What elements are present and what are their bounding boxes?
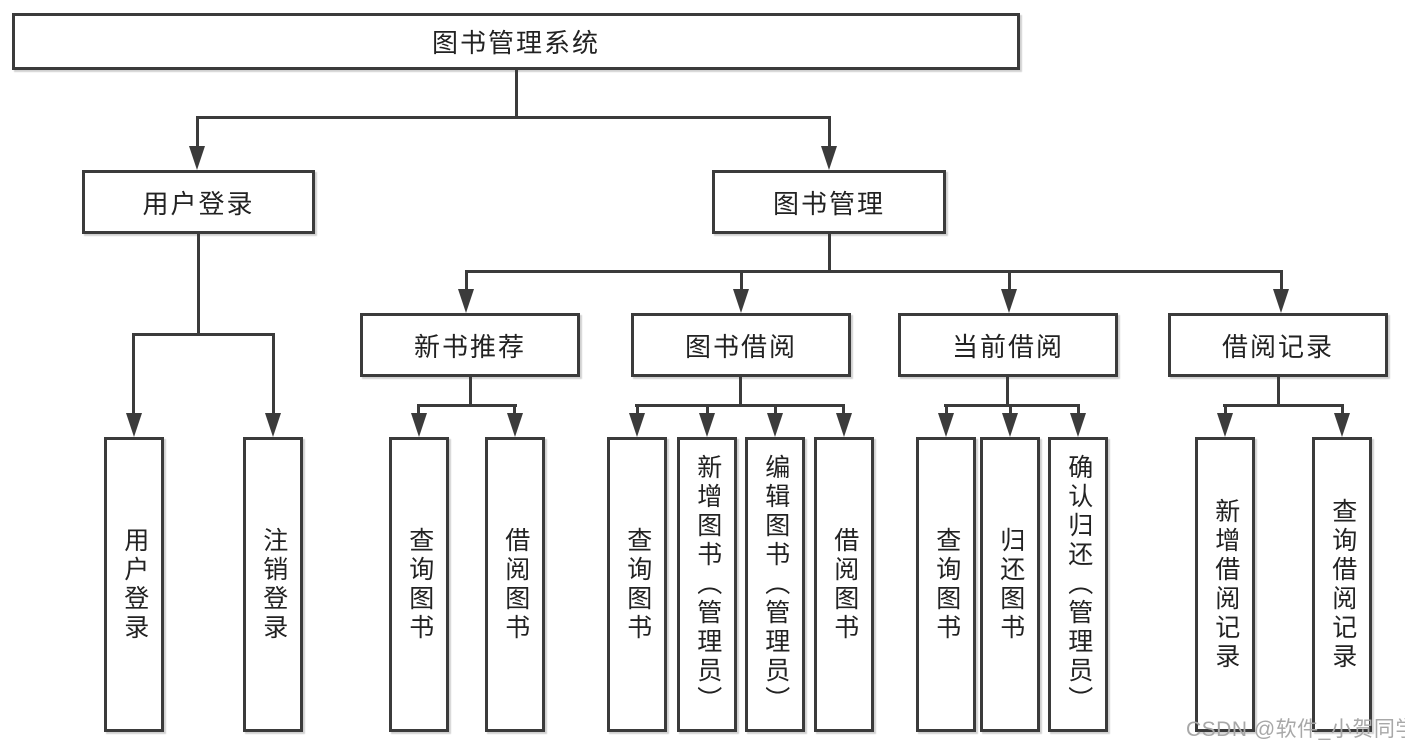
arrowhead-down [507,413,523,437]
arrowhead-down [126,413,142,437]
connector-line [1009,404,1012,414]
connector-line [635,404,845,407]
leaf-add-borrow-record: 新增借阅记录 [1195,437,1255,732]
connector-line [828,234,831,272]
connector-line [465,270,468,290]
node-new-book-recommendation-label: 新书推荐 [413,331,526,362]
connector-line [842,404,845,414]
arrowhead-down [938,413,954,437]
arrowhead-down [767,413,783,437]
leaf-logout: 注销登录 [243,437,303,732]
connector-line [740,270,743,290]
connector-line [417,404,420,414]
leaf-query-books-current: 查询图书 [916,437,976,732]
node-new-book-recommendation: 新书推荐 [360,313,580,377]
node-user-login-label: 用户登录 [142,188,255,219]
leaf-add-book-admin: 新增图书（管理员） [677,437,737,732]
connector-line [513,404,516,414]
node-book-borrowing-label: 图书借阅 [684,331,797,362]
connector-line [1008,270,1011,290]
leaf-edit-book-admin: 编辑图书（管理员） [745,437,805,732]
node-borrowing-records: 借阅记录 [1168,313,1388,377]
arrowhead-down [821,146,837,170]
connector-line [1223,404,1344,407]
leaf-query-books-newbooks: 查询图书 [389,437,449,732]
node-borrowing-records-label: 借阅记录 [1221,331,1334,362]
connector-line [1280,270,1283,290]
arrowhead-down [458,289,474,313]
arrowhead-down [629,413,645,437]
leaf-return-book: 归还图书 [980,437,1040,732]
connector-line [1277,377,1280,406]
leaf-borrow-books-newbooks: 借阅图书 [485,437,545,732]
leaf-user-login: 用户登录 [104,437,164,732]
connector-line [1341,404,1344,414]
arrowhead-down [836,413,852,437]
leaf-borrow-books-borrowing: 借阅图书 [814,437,874,732]
connector-line [197,234,200,335]
node-book-management-label: 图书管理 [772,188,885,219]
arrowhead-down [189,146,205,170]
connector-line [945,404,948,414]
connector-line [469,377,472,406]
node-root: 图书管理系统 [12,13,1020,70]
watermark: CSDN @软件_小贺同学 [1186,718,1405,741]
arrowhead-down [1002,413,1018,437]
arrowhead-down [699,413,715,437]
leaf-query-borrow-record: 查询借阅记录 [1312,437,1372,732]
connector-line [636,404,639,414]
connector-line [132,333,135,414]
leaf-confirm-return-admin: 确认归还（管理员） [1048,437,1108,732]
connector-line [706,404,709,414]
connector-line [1077,404,1080,414]
arrowhead-down [265,413,281,437]
connector-line [196,116,831,119]
arrowhead-down [1001,289,1017,313]
node-current-borrowing-label: 当前借阅 [951,331,1064,362]
arrowhead-down [1273,289,1289,313]
arrowhead-down [1334,413,1350,437]
arrowhead-down [411,413,427,437]
connector-line [196,116,199,148]
node-book-management: 图书管理 [712,170,946,234]
connector-line [465,270,1282,273]
arrowhead-down [733,289,749,313]
leaf-query-books-borrowing: 查询图书 [607,437,667,732]
connector-line [515,70,518,119]
node-user-login: 用户登录 [82,170,315,234]
connector-line [828,116,831,148]
node-current-borrowing: 当前借阅 [898,313,1118,377]
connector-line [774,404,777,414]
node-root-label: 图书管理系统 [431,28,600,58]
connector-line [1224,404,1227,414]
arrowhead-down [1217,413,1233,437]
node-book-borrowing: 图书借阅 [631,313,851,377]
connector-line [417,404,517,407]
connector-line [944,404,1080,407]
connector-line [272,333,275,414]
connector-line [1006,377,1009,406]
arrowhead-down [1070,413,1086,437]
connector-line [132,333,275,336]
connector-line [739,377,742,406]
